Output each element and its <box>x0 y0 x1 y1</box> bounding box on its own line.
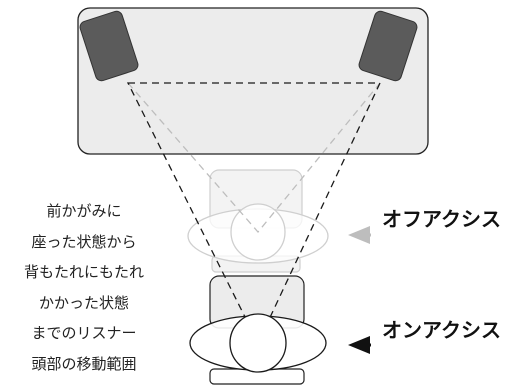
head-movement-caption: 前かがみに 座った状態から 背もたれにもたれ かかった状態 までのリスナー 頭部… <box>0 196 168 379</box>
caption-line: 座った状態から <box>31 232 137 251</box>
speaker-stage <box>77 7 429 155</box>
caption-line: 前かがみに <box>46 202 122 220</box>
caption-line: までのリスナー <box>31 324 137 342</box>
on-axis-arrow <box>348 336 371 354</box>
off-axis-triangle <box>127 82 381 234</box>
chair <box>209 275 305 385</box>
off-axis-label: オフアクシス <box>382 207 501 231</box>
caption-line: かかった状態 <box>38 293 129 312</box>
on-axis-label: オンアクシス <box>382 318 501 342</box>
off-axis-arrow <box>348 226 371 244</box>
caption-line: 背もたれにもたれ <box>23 263 144 281</box>
listener-head <box>229 313 287 373</box>
left-speaker <box>79 10 139 82</box>
on-axis-triangle <box>126 82 382 345</box>
right-speaker <box>358 10 418 82</box>
caption-line: 頭部の移動範囲 <box>31 354 137 373</box>
